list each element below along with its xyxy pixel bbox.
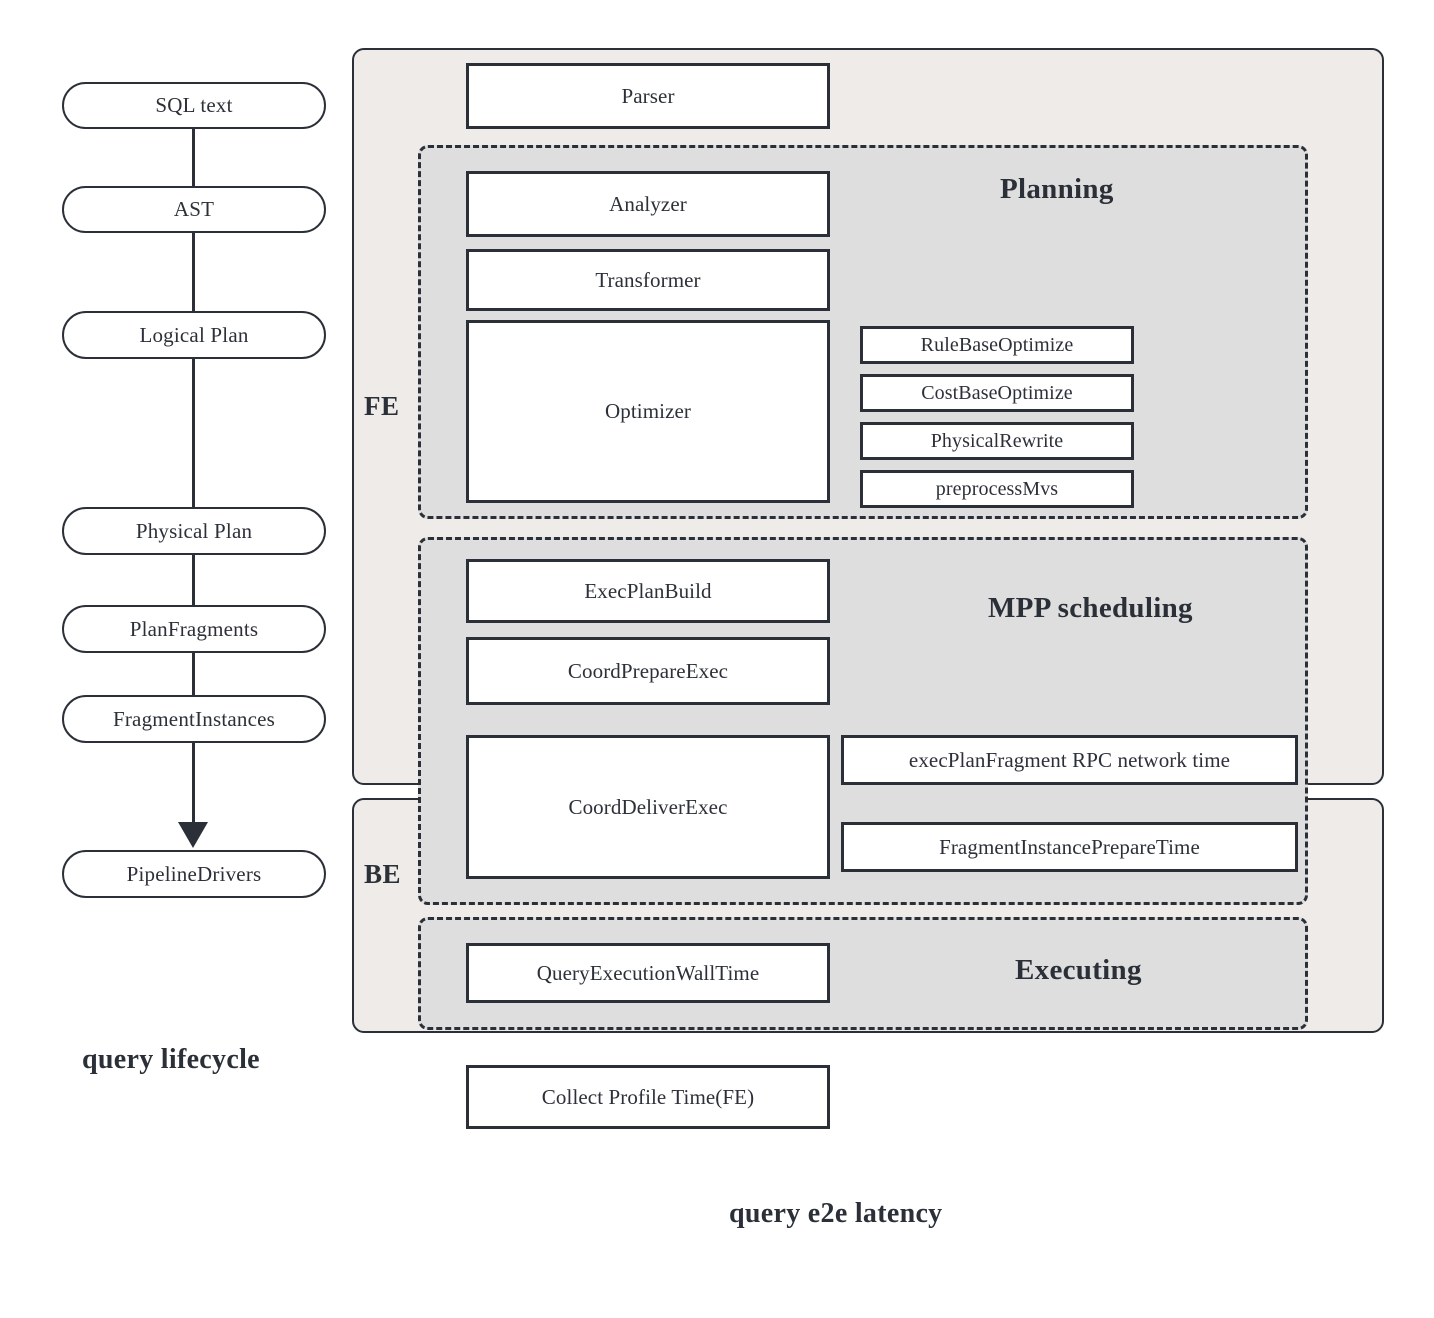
lifecycle-node-label: Logical Plan — [139, 322, 249, 347]
arrowhead-icon — [178, 822, 208, 848]
step-costbaseoptimize[interactable]: CostBaseOptimize — [860, 374, 1134, 412]
step-label: Analyzer — [609, 191, 687, 216]
lifecycle-node-label: PlanFragments — [129, 616, 259, 641]
step-optimizer[interactable]: Optimizer — [466, 320, 830, 503]
lifecycle-node-plan-fragments[interactable]: PlanFragments — [62, 605, 326, 653]
step-queryexecutionwalltime[interactable]: QueryExecutionWallTime — [466, 943, 830, 1003]
query-e2e-latency-caption: query e2e latency — [729, 1198, 943, 1229]
lifecycle-node-ast[interactable]: AST — [62, 186, 326, 233]
step-fragmentinstancepreparetime[interactable]: FragmentInstancePrepareTime — [841, 822, 1298, 872]
step-preprocessmvs[interactable]: preprocessMvs — [860, 470, 1134, 508]
step-execplanfragment-rpc-network-time[interactable]: execPlanFragment RPC network time — [841, 735, 1298, 785]
phase-mpp-scheduling-title: MPP scheduling — [988, 592, 1193, 624]
step-label: RuleBaseOptimize — [920, 333, 1074, 356]
connector-physicalplan-planfragments — [192, 554, 195, 610]
phase-planning-title: Planning — [1000, 173, 1114, 205]
be-shell-label: BE — [364, 859, 402, 889]
step-analyzer[interactable]: Analyzer — [466, 171, 830, 237]
step-label: Transformer — [595, 267, 701, 292]
lifecycle-node-label: PipelineDrivers — [126, 861, 262, 886]
step-label: CostBaseOptimize — [921, 381, 1073, 404]
step-label: preprocessMvs — [935, 477, 1059, 500]
step-label: PhysicalRewrite — [930, 429, 1064, 452]
lifecycle-node-label: SQL text — [155, 93, 233, 117]
step-label: CoordDeliverExec — [568, 794, 728, 819]
step-label: FragmentInstancePrepareTime — [939, 834, 1200, 859]
step-execplanbuild[interactable]: ExecPlanBuild — [466, 559, 830, 623]
step-label: Parser — [621, 83, 675, 108]
connector-logicalplan-physicalplan — [192, 358, 195, 512]
lifecycle-node-sql-text[interactable]: SQL text — [62, 82, 326, 129]
step-parser[interactable]: Parser — [466, 63, 830, 129]
connector-fragmentinstances-pipelinedrivers — [192, 742, 195, 834]
connector-ast-logicalplan — [192, 232, 195, 316]
connector-sqltext-ast — [192, 128, 195, 190]
lifecycle-node-label: Physical Plan — [135, 518, 253, 543]
step-label: ExecPlanBuild — [584, 578, 712, 603]
lifecycle-node-label: FragmentInstances — [112, 706, 276, 731]
fe-shell-label: FE — [364, 391, 400, 421]
phase-executing-title: Executing — [1015, 954, 1142, 986]
lifecycle-node-logical-plan[interactable]: Logical Plan — [62, 311, 326, 359]
step-coordprepareexec[interactable]: CoordPrepareExec — [466, 637, 830, 705]
connector-planfragments-fragmentinstances — [192, 652, 195, 700]
lifecycle-node-label: AST — [173, 197, 215, 221]
step-label: Collect Profile Time(FE) — [541, 1084, 755, 1109]
step-label: CoordPrepareExec — [567, 658, 729, 683]
lifecycle-node-physical-plan[interactable]: Physical Plan — [62, 507, 326, 555]
step-transformer[interactable]: Transformer — [466, 249, 830, 311]
step-label: Optimizer — [604, 399, 692, 423]
step-label: execPlanFragment RPC network time — [908, 747, 1231, 772]
step-label: QueryExecutionWallTime — [536, 960, 760, 985]
step-coorddeliverexec[interactable]: CoordDeliverExec — [466, 735, 830, 879]
step-collect-profile-time-fe[interactable]: Collect Profile Time(FE) — [466, 1065, 830, 1129]
step-physicalrewrite[interactable]: PhysicalRewrite — [860, 422, 1134, 460]
lifecycle-node-fragment-instances[interactable]: FragmentInstances — [62, 695, 326, 743]
step-rulebaseoptimize[interactable]: RuleBaseOptimize — [860, 326, 1134, 364]
lifecycle-node-pipeline-drivers[interactable]: PipelineDrivers — [62, 850, 326, 898]
query-lifecycle-caption: query lifecycle — [82, 1044, 260, 1075]
